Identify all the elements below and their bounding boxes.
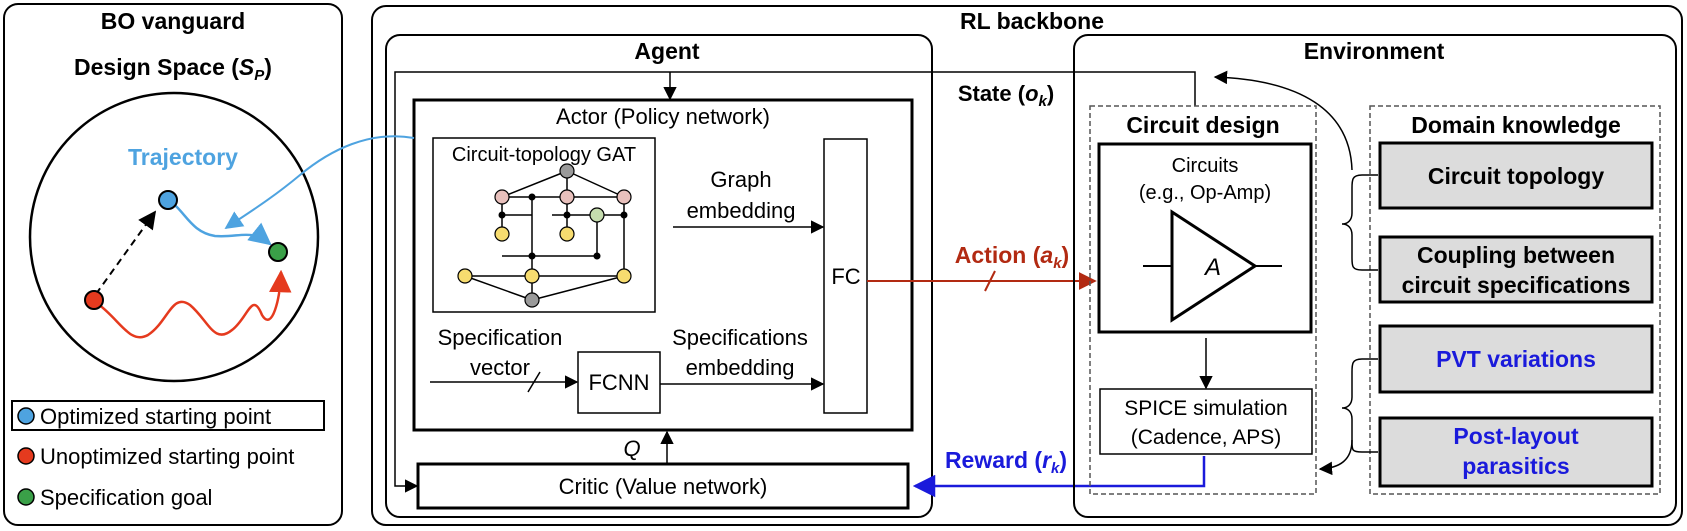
graph-embedding-label-1: Graph bbox=[710, 167, 771, 192]
circuits-box bbox=[1097, 142, 1313, 334]
knowledge-braces bbox=[1341, 174, 1378, 453]
bo-title: BO vanguard bbox=[101, 8, 245, 34]
design-space-title: Design Space (SP) bbox=[74, 54, 272, 84]
fcnn-label: FCNN bbox=[588, 370, 649, 395]
rl-title: RL backbone bbox=[960, 8, 1104, 34]
spec-vector-label-2: vector bbox=[470, 355, 530, 380]
gat-node bbox=[457, 268, 473, 284]
fcnn-box bbox=[577, 351, 661, 414]
legend-label-unoptimized: Unoptimized starting point bbox=[40, 444, 294, 469]
bo-vanguard-panel: BO vanguard Design Space (SP) Trajectory… bbox=[3, 3, 343, 526]
agent-box: Agent Actor (Policy network) Circuit-top… bbox=[385, 34, 933, 518]
gat-node bbox=[616, 189, 632, 205]
knowledge-item-post-layout bbox=[1378, 416, 1654, 488]
fc-label: FC bbox=[831, 264, 860, 289]
q-label: Q bbox=[623, 436, 640, 461]
reward-label: Reward (rk) bbox=[945, 447, 1067, 477]
gat-node bbox=[494, 189, 510, 205]
gat-node bbox=[559, 226, 575, 242]
environment-title: Environment bbox=[1304, 38, 1445, 64]
action-label: Action (ak) bbox=[955, 242, 1069, 272]
gat-node bbox=[559, 189, 575, 205]
circuits-label-2: (e.g., Op-Amp) bbox=[1139, 182, 1271, 204]
optimization-dashed-arrow bbox=[95, 210, 157, 295]
op-amp-symbol: A bbox=[1143, 209, 1282, 323]
spice-label-1: SPICE simulation bbox=[1124, 397, 1287, 420]
fc-box bbox=[823, 138, 868, 414]
state-label: State (ok) bbox=[958, 81, 1054, 110]
circuits-label-1: Circuits bbox=[1172, 155, 1239, 177]
gat-node bbox=[494, 226, 510, 242]
knowledge-to-state-arrow bbox=[1213, 70, 1353, 171]
gat-node bbox=[524, 268, 540, 284]
knowledge-item-pvt bbox=[1378, 324, 1654, 394]
knowledge-item-coupling bbox=[1378, 235, 1654, 304]
design-space-circle bbox=[28, 91, 320, 383]
legend-marker-unoptimized bbox=[17, 447, 35, 465]
gat-title: Circuit-topology GAT bbox=[452, 144, 636, 166]
spice-box bbox=[1099, 388, 1313, 455]
gat-graph-edges bbox=[464, 170, 625, 301]
circuit-design-box bbox=[1089, 105, 1317, 495]
action-bus-slash bbox=[984, 270, 996, 292]
reward-arrow bbox=[912, 456, 1206, 498]
gat-node bbox=[559, 163, 575, 179]
gat-node bbox=[616, 268, 632, 284]
knowledge-item-label: Circuit topology bbox=[1428, 163, 1605, 189]
gat-box: Circuit-topology GAT bbox=[432, 137, 656, 313]
unoptimized-trajectory bbox=[97, 269, 292, 339]
unoptimized-start-point bbox=[84, 290, 104, 310]
gat-node bbox=[589, 207, 605, 223]
knowledge-item-label: Post-layout bbox=[1453, 423, 1579, 449]
legend-label-optimized: Optimized starting point bbox=[40, 404, 271, 429]
legend-marker-optimized bbox=[17, 407, 35, 425]
knowledge-item-label: Coupling between bbox=[1417, 242, 1615, 268]
knowledge-item-label: PVT variations bbox=[1436, 346, 1596, 372]
gat-node bbox=[524, 292, 540, 308]
graph-embedding-label-2: embedding bbox=[687, 198, 796, 223]
environment-box: Environment Circuit design Circuits (e.g… bbox=[1073, 34, 1677, 518]
legend-highlight-box bbox=[11, 400, 325, 431]
circuit-design-title: Circuit design bbox=[1126, 112, 1279, 138]
knowledge-item-label: circuit specifications bbox=[1402, 272, 1631, 298]
critic-label: Critic (Value network) bbox=[559, 474, 768, 499]
actor-box bbox=[412, 98, 914, 432]
legend-marker-goal bbox=[17, 488, 35, 506]
spec-embedding-label-1: Specifications bbox=[672, 325, 808, 350]
legend-label-goal: Specification goal bbox=[40, 485, 212, 510]
knowledge-to-reward-arrow bbox=[1318, 439, 1353, 476]
knowledge-item-circuit-topology bbox=[1378, 141, 1654, 210]
agent-title: Agent bbox=[634, 38, 700, 64]
op-amp-label: A bbox=[1203, 254, 1221, 281]
gat-graph-nodes bbox=[457, 163, 632, 308]
actor-title: Actor (Policy network) bbox=[556, 104, 770, 129]
domain-knowledge-title: Domain knowledge bbox=[1411, 112, 1621, 138]
spice-label-2: (Cadence, APS) bbox=[1131, 426, 1282, 449]
optimized-start-point bbox=[158, 190, 178, 210]
domain-knowledge-box bbox=[1369, 105, 1661, 495]
spec-embedding-label-2: embedding bbox=[686, 355, 795, 380]
bo-legend: Optimized starting point Unoptimized sta… bbox=[11, 400, 325, 510]
optimized-trajectory bbox=[167, 198, 272, 246]
trajectory-label: Trajectory bbox=[128, 144, 238, 170]
gat-to-trajectory-arrow bbox=[224, 135, 415, 230]
spec-vector-label-1: Specification bbox=[438, 325, 563, 350]
knowledge-item-label: parasitics bbox=[1462, 453, 1569, 479]
specification-goal-point bbox=[268, 242, 288, 262]
rl-backbone-panel: RL backbone Agent Actor (Policy network)… bbox=[371, 5, 1683, 526]
spec-vector-bus-slash bbox=[527, 371, 541, 393]
state-feedback-line bbox=[394, 71, 1196, 493]
